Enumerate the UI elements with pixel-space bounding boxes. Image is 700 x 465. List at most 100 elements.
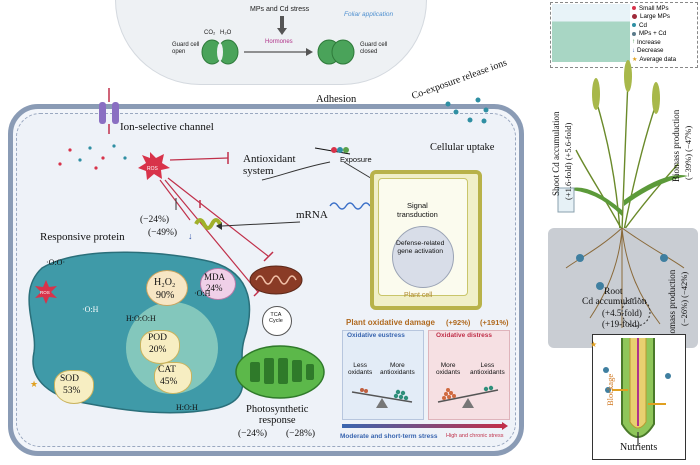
distress-less-anti: Less antioxidants [470, 362, 505, 377]
h2o-label: H₂O [220, 30, 232, 36]
nucleus [392, 226, 454, 288]
cat-card [154, 362, 192, 394]
roots [565, 228, 685, 328]
photo-val-a: (−24%) [238, 429, 268, 439]
h2o2-card [146, 270, 188, 306]
tca-circle [262, 306, 292, 336]
ion-channel-icon [99, 88, 119, 134]
antioxidant-label: Antioxidant system [243, 153, 296, 177]
blockage-label: Blockage [605, 373, 615, 406]
cat-value: 45% [160, 377, 178, 387]
resp-val-b: (−49%) [148, 228, 178, 238]
guard-open-label: Guard cell open [172, 42, 200, 55]
tca-label: TCA Cycle [269, 312, 283, 325]
foliar-panel: Foliar application MPs and Cd stress Hor… [115, 0, 427, 85]
stress-moderate-label: Moderate and short-term stress [340, 433, 438, 440]
guard-cell-closed [317, 39, 355, 65]
eustress-less-ox: Less oxidants [348, 362, 373, 377]
signal-label: Signal transduction [397, 201, 438, 219]
defense-label: Defense-related gene activation [396, 240, 445, 256]
radical-1: ·O:O· [46, 258, 66, 267]
guard-cell-arrow [244, 48, 313, 56]
peroxide-label: H:O:O:H [126, 314, 156, 323]
water-label: H:O:H [176, 403, 198, 412]
resp-label: Responsive protein [40, 231, 125, 243]
damage-label: Plant oxidative damage [346, 318, 435, 327]
legend-graphic [552, 4, 630, 62]
wheat-plant [557, 60, 688, 231]
pod-value: 20% [149, 345, 167, 355]
resp-down-icon: ↓ [188, 231, 193, 241]
svg-text:ROS: ROS [40, 290, 50, 295]
pod-label: POD [148, 333, 168, 343]
eustress-scale [351, 388, 413, 408]
radical-3: ·O:H [194, 289, 211, 298]
co2-label: CO₂ [204, 30, 216, 36]
legend-item: ↑Increase [632, 38, 661, 46]
resp-val-a: (−24%) [140, 215, 170, 225]
legend-list: Small MPs Large MPs Cd MPs + Cd ↑Increas… [632, 4, 676, 64]
mitochondrion-icon [249, 265, 303, 295]
stress-label: MPs and Cd stress [250, 6, 310, 13]
biomass-top-values: (−39%) (−47%) [683, 125, 693, 180]
plant-cell-label: Plant cell [404, 292, 433, 299]
ros-small-burst: ROS [35, 280, 57, 304]
stress-gradient-bar [342, 422, 508, 430]
legend-item: ★Average data [632, 55, 677, 63]
root-detail [603, 338, 671, 446]
ros-burst [138, 152, 170, 180]
h2o2-label: H₂O₂ [154, 277, 176, 288]
mda-card [200, 268, 236, 300]
mda-label: MDA [204, 272, 226, 282]
distress-scale [437, 385, 499, 408]
photo-val-b: (−28%) [286, 429, 316, 439]
legend-item: ↓Decrease [632, 47, 664, 55]
pod-card [140, 330, 180, 364]
distress-title: Oxidative distress [436, 332, 492, 339]
ion-channel-label: Ion-selective channel [120, 121, 214, 133]
mrna-label: mRNA [296, 209, 328, 221]
mda-value: 24% [206, 283, 223, 293]
hormones-label: Hormones [265, 39, 293, 45]
eustress-title: Oxidative eustress [347, 332, 405, 339]
shoot-cd-values: (+1.6-fold) (+5.6-fold) [563, 122, 573, 200]
nutrients-label: Nutrients [620, 442, 658, 453]
legend-item: MPs + Cd [632, 30, 676, 39]
stress-high-label: High and chronic stress [446, 433, 504, 439]
biomass-top-label: Biomass production [671, 109, 681, 182]
eustress-more-anti: More antioxidants [380, 362, 415, 377]
root-cd-label: Cd accumulation [582, 297, 647, 307]
sod-value: 53% [63, 386, 81, 396]
root-label: Root [604, 287, 623, 297]
root-cd-a: (+4.5-fold) [602, 308, 642, 318]
legend-item: Cd [632, 21, 676, 30]
guard-cell-open [201, 39, 239, 65]
legend-item: Small MPs [632, 4, 676, 13]
average-star-icon: ★ [590, 340, 598, 349]
photo-label: Photosynthetic response [246, 404, 309, 427]
chloroplast-icon [235, 345, 325, 399]
root-cd-b: (+19-fold) [602, 319, 640, 329]
biomass-root-label: Biomass production [667, 269, 677, 342]
shoot-cd-label: Shoot Cd accumulation [551, 111, 561, 197]
stress-arrow [277, 16, 287, 35]
mp-cluster-icon [331, 147, 349, 153]
guard-closed-label: Guard cell closed [360, 42, 388, 55]
biomass-root-values: (−26%) (−42%) [679, 271, 689, 326]
sod-label: SOD [60, 374, 80, 384]
legend-item: Large MPs [632, 13, 676, 22]
cellular-uptake-label: Cellular uptake [430, 142, 495, 153]
foliar-title: Foliar application [344, 11, 394, 18]
distress-more-ox: More oxidants [436, 362, 461, 377]
soil-layer [548, 228, 698, 348]
adhesion-label: Adhesion [316, 94, 357, 105]
exposure-label: Exposure [340, 155, 372, 164]
average-star-icon: ★ [30, 379, 39, 389]
svg-text:ROS: ROS [147, 166, 159, 172]
cat-label: CAT [158, 365, 176, 375]
radical-2: ·O:H [82, 305, 99, 314]
sod-card [54, 370, 94, 404]
damage-val-b: (+191%) [480, 318, 509, 327]
h2o2-value: 90% [156, 290, 175, 301]
damage-val-a: (+92%) [446, 318, 471, 327]
